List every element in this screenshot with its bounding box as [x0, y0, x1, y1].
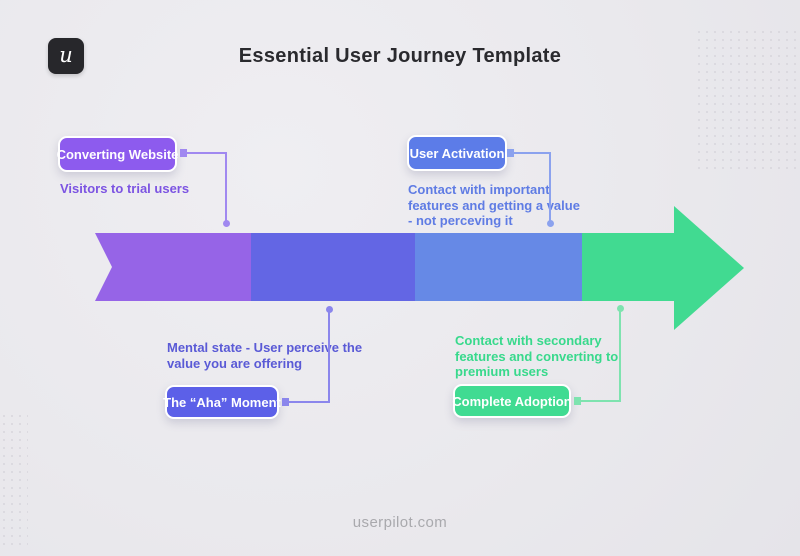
connector-arrowhead-complete-adoption: [574, 397, 581, 405]
stage-description-aha-moment: Mental state - User perceive the value y…: [167, 340, 363, 371]
connector-line-converting-website-v: [225, 152, 227, 225]
connector-line-user-activation-v: [549, 152, 551, 224]
connector-dot-converting-website: [223, 220, 230, 227]
connector-arrowhead-user-activation: [507, 149, 514, 157]
stage-description-user-activation: Contact with important features and gett…: [408, 182, 580, 228]
journey-segment-complete-adoption: [582, 233, 675, 301]
stage-description-complete-adoption: Contact with secondary features and conv…: [455, 333, 619, 379]
connector-line-user-activation-h: [514, 152, 550, 154]
connector-dot-aha-moment: [326, 306, 333, 313]
connector-line-complete-adoption-v: [619, 309, 621, 402]
journey-segment-aha-moment: [251, 233, 415, 301]
journey-arrow-head: [674, 206, 744, 330]
connector-arrowhead-converting-website: [180, 149, 187, 157]
connector-arrowhead-aha-moment: [282, 398, 289, 406]
stage-pill-converting-website: Converting Website: [57, 136, 178, 172]
journey-segment-converting-website: [95, 233, 251, 301]
connector-line-aha-moment-h: [289, 401, 329, 403]
connector-line-aha-moment-v: [328, 310, 330, 403]
stage-description-converting-website: Visitors to trial users: [60, 181, 190, 196]
journey-segment-user-activation: [415, 233, 582, 301]
connector-line-converting-website-h: [187, 152, 227, 154]
connector-dot-user-activation: [547, 220, 554, 227]
connector-line-complete-adoption-h: [581, 400, 621, 402]
stage-pill-complete-adoption: Complete Adoption: [452, 384, 572, 418]
stage-pill-aha-moment: The “Aha” Moment: [163, 385, 281, 419]
footer-watermark: userpilot.com: [352, 514, 448, 531]
stage-pill-user-activation: User Activation: [407, 135, 507, 171]
page-title: Essential User Journey Template: [238, 45, 562, 67]
connector-dot-complete-adoption: [617, 305, 624, 312]
logo-letter: u: [59, 42, 73, 67]
userpilot-logo: u: [48, 38, 84, 74]
